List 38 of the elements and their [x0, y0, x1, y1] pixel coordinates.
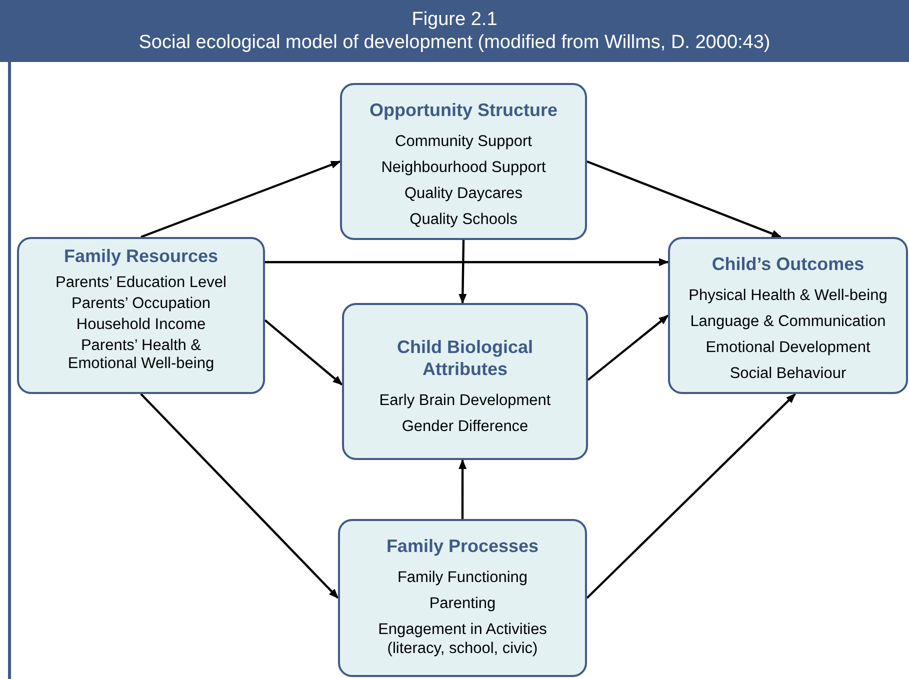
box-heading: Child’s Outcomes — [712, 253, 864, 275]
rounded-box — [17, 237, 265, 394]
box-item: Quality Schools — [410, 210, 518, 229]
arrow — [264, 319, 343, 386]
rounded-box — [668, 237, 908, 394]
box-item: Early Brain Development — [379, 390, 551, 410]
box-item: Emotional Development — [706, 338, 870, 357]
arrow — [586, 393, 796, 599]
arrow — [140, 393, 339, 599]
box-heading: Family Processes — [386, 535, 539, 557]
figure-title: Figure 2.1 — [412, 8, 498, 31]
box-heading: Child Biological Attributes — [396, 336, 534, 380]
rounded-box — [342, 303, 588, 460]
box-item: Neighbourhood Support — [381, 158, 546, 177]
box-item: Quality Daycares — [404, 184, 522, 203]
arrow — [586, 160, 782, 238]
arrow — [458, 459, 467, 519]
box-item: Parents’ Occupation — [71, 295, 210, 313]
box-heading: Family Resources — [64, 245, 218, 267]
box-item: Parents’ Education Level — [56, 274, 226, 292]
figure-subtitle: Social ecological model of development (modified from Willms, D. 2000:43) — [138, 31, 770, 54]
box-item: Household Income — [76, 316, 206, 334]
box-item: Social Behaviour — [730, 364, 846, 383]
box-item: Community Support — [395, 132, 532, 151]
arrow — [265, 258, 669, 266]
box-item: Language & Communication — [690, 312, 886, 331]
box-item: Physical Health & Well-being — [688, 286, 888, 305]
box-item: Family Functioning — [397, 568, 528, 587]
box-item: Gender Difference — [402, 416, 528, 436]
box-item: Parenting — [429, 594, 496, 613]
arrow — [140, 160, 341, 238]
box-item: Engagement in Activities (literacy, school, civic) — [377, 620, 548, 658]
arrow — [587, 314, 669, 381]
rounded-box — [340, 83, 587, 240]
rounded-box — [338, 519, 587, 677]
box-heading: Opportunity Structure — [370, 99, 558, 121]
box-item: Parents’ Health & Emotional Well-being — [66, 337, 216, 373]
arrow — [458, 240, 467, 304]
